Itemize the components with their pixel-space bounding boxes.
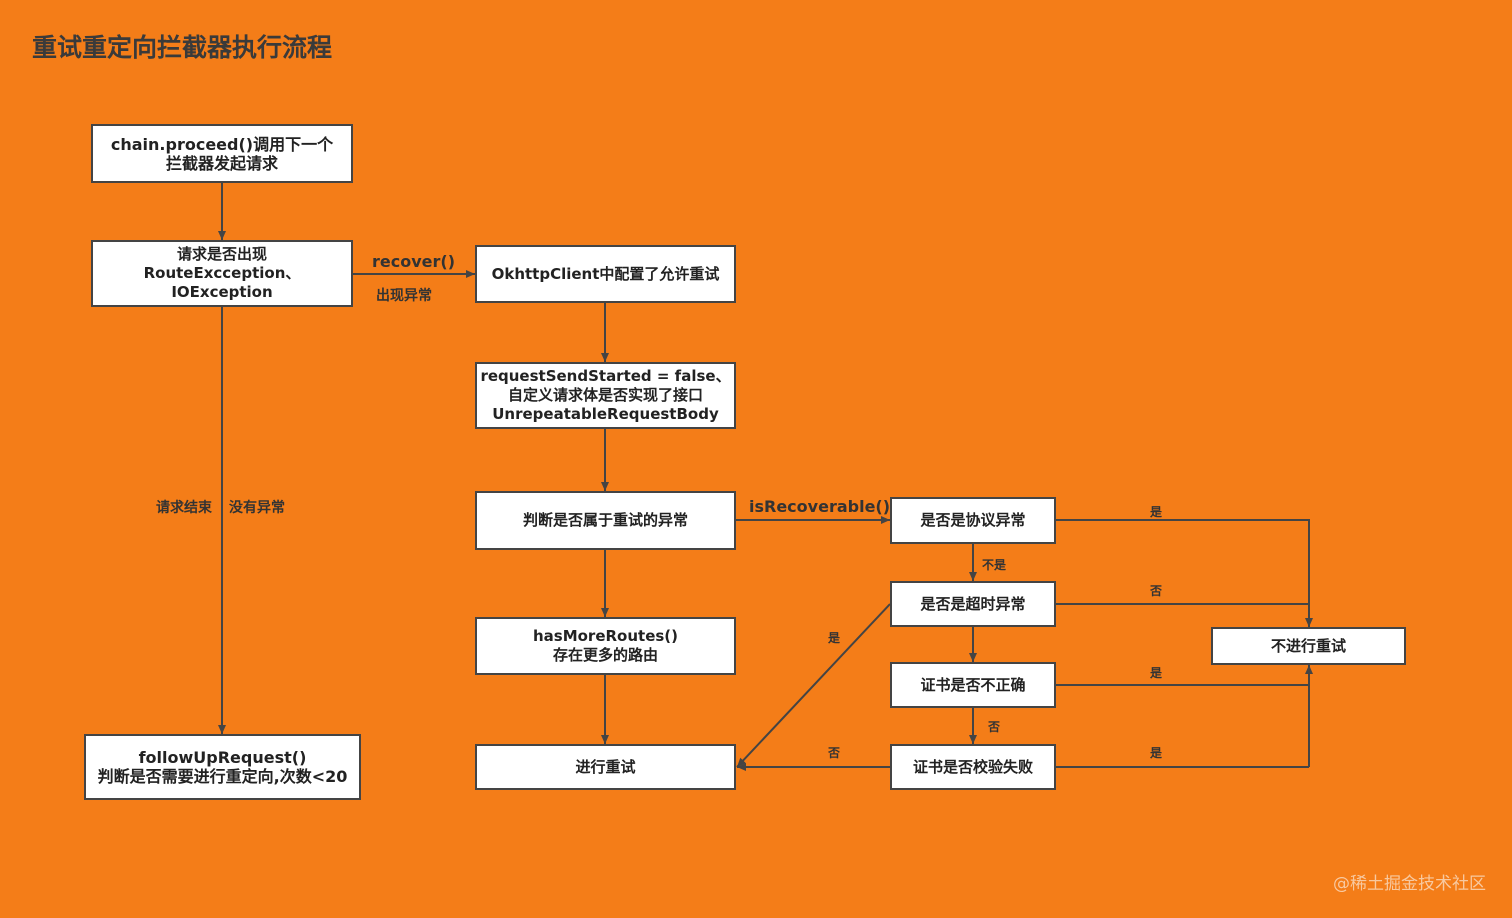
label-is-recoverable: isRecoverable()	[749, 497, 891, 516]
edge-protocol-to-noretry	[1056, 519, 1313, 627]
node-protocol-exception: 是否是协议异常	[890, 497, 1056, 544]
page-title: 重试重定向拦截器执行流程	[32, 33, 333, 62]
label-exception-occurred: 出现异常	[376, 288, 432, 304]
node-client-config: OkhttpClient中配置了允许重试	[475, 245, 736, 303]
node-more-routes: hasMoreRoutes() 存在更多的路由	[475, 617, 736, 675]
label-no-verify: 否	[828, 746, 841, 760]
node-follow-up: followUpRequest() 判断是否需要进行重定向,次数<20	[84, 734, 361, 800]
node-cert-verify-failed: 证书是否校验失败	[890, 744, 1056, 790]
node-do-retry: 进行重试	[475, 744, 736, 790]
edge-timeout-to-retry	[736, 603, 891, 768]
node-judge-exception: 判断是否属于重试的异常	[475, 491, 736, 550]
label-yes-verify: 是	[1150, 746, 1163, 760]
node-no-retry: 不进行重试	[1211, 627, 1406, 665]
node-request-body: requestSendStarted = false、 自定义请求体是否实现了接…	[475, 362, 736, 429]
label-no-cert: 否	[988, 720, 1001, 734]
node-timeout-exception: 是否是超时异常	[890, 581, 1056, 627]
watermark: @稀土掘金技术社区	[1333, 874, 1486, 894]
label-recover: recover()	[372, 252, 456, 271]
label-yes-protocol: 是	[1150, 505, 1163, 519]
node-proceed: chain.proceed()调用下一个 拦截器发起请求	[91, 124, 353, 183]
label-yes-cert: 是	[1150, 666, 1163, 680]
label-not: 不是	[982, 558, 1007, 572]
label-no-timeout: 否	[1150, 584, 1163, 598]
label-no-exception: 没有异常	[229, 500, 285, 516]
node-cert-incorrect: 证书是否不正确	[890, 662, 1056, 708]
node-exception-check: 请求是否出现 RouteExcception、 IOException	[91, 240, 353, 307]
label-yes-timeout: 是	[828, 631, 841, 645]
edge-cert-to-noretry	[1056, 665, 1313, 686]
label-request-end: 请求结束	[156, 500, 212, 516]
